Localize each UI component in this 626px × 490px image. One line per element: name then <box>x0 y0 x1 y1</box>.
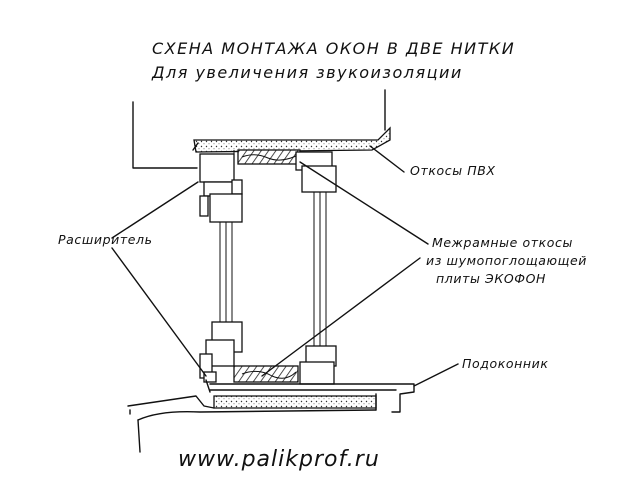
pointer-pvc-slopes <box>369 145 405 173</box>
top-lintel <box>192 126 391 153</box>
expander-piece <box>203 371 217 383</box>
label-interframe-line1: Межрамные откосы <box>432 235 573 250</box>
inner-window-frame <box>199 153 243 379</box>
top-slope-squiggle <box>241 154 297 161</box>
label-interframe-line3: плиты ЭКОФОН <box>436 271 546 286</box>
pointer-expander-bottom <box>111 247 207 377</box>
pointer-interframe-bottom <box>261 257 421 377</box>
upper-wall <box>132 89 386 169</box>
footer-url: www.palikprof.ru <box>178 447 380 472</box>
lower-wall <box>127 395 377 453</box>
bottom-interframe-slope <box>233 365 299 383</box>
label-windowsill: Подоконник <box>462 356 549 371</box>
label-interframe-line2: из шумопоглощающей <box>426 253 587 268</box>
pointer-expander-top <box>111 181 199 239</box>
bottom-slope-squiggle <box>241 370 297 379</box>
pointer-windowsill <box>413 363 459 387</box>
diagram-title-line1: СХЕНА МОНТАЖА ОКОН В ДВЕ НИТКИ <box>152 39 515 58</box>
top-interframe-slope <box>237 149 301 165</box>
diagram-title-line2: Для увеличения звукоизоляции <box>151 63 463 82</box>
label-pvc-slopes: Откосы ПВХ <box>410 163 496 178</box>
label-expander: Расширитель <box>58 232 153 247</box>
outer-window-frame <box>295 151 337 385</box>
windowsill <box>209 383 415 413</box>
pointer-interframe-top <box>299 161 429 245</box>
